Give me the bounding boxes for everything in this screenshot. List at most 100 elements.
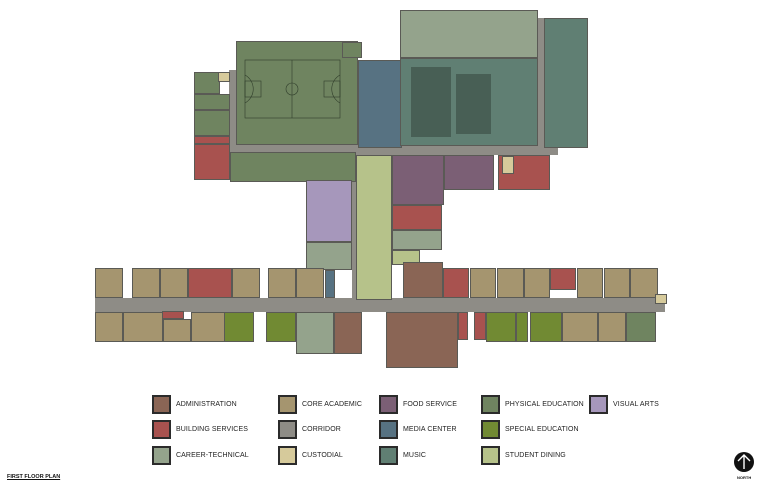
classroom-w8 xyxy=(123,312,163,342)
legend-item-visual-arts: VISUAL ARTS xyxy=(589,394,659,414)
legend-item-special-education: SPECIAL EDUCATION xyxy=(481,419,579,439)
corridor-north xyxy=(228,145,558,155)
room-admin-w xyxy=(334,312,362,354)
legend-label: BUILDING SERVICES xyxy=(176,425,248,433)
room-music-suite xyxy=(544,18,588,148)
classroom-w10 xyxy=(191,312,225,342)
legend-swatch xyxy=(379,445,398,465)
room-custodial-e xyxy=(655,294,667,304)
legend-label: CORE ACADEMIC xyxy=(302,400,363,408)
room-gymnasium xyxy=(236,41,358,145)
classroom-e1 xyxy=(470,268,496,298)
corridor-main-east-west xyxy=(95,298,665,312)
room-building-services-central xyxy=(443,268,469,298)
room-building-services-kitchen xyxy=(392,205,442,230)
legend-swatch xyxy=(379,394,398,414)
room-production-lab xyxy=(400,10,538,58)
legend-item-student-dining: STUDENT DINING xyxy=(481,445,566,465)
room-special-ed-e2 xyxy=(516,312,528,342)
room-special-ed-e1 xyxy=(486,312,516,342)
room-pe-storage xyxy=(342,42,362,58)
room-building-services-west-2 xyxy=(194,144,230,180)
room-building-services-w xyxy=(188,268,232,298)
north-label: NORTH xyxy=(737,475,752,480)
classroom-e4 xyxy=(577,268,603,298)
legend-label: VISUAL ARTS xyxy=(613,400,659,408)
room-food-service-1 xyxy=(392,155,444,205)
legend-swatch xyxy=(278,419,297,439)
room-restroom-e xyxy=(550,268,576,290)
room-admin-central xyxy=(403,262,443,298)
classroom-w5 xyxy=(268,268,296,298)
legend-swatch xyxy=(152,394,171,414)
room-career-tech-center xyxy=(306,242,352,270)
legend-label: CUSTODIAL xyxy=(302,451,343,459)
corridor-west-gym xyxy=(229,70,237,150)
basketball-court-lines xyxy=(244,59,341,119)
classroom-w7 xyxy=(95,312,123,342)
room-admin-south xyxy=(386,312,458,368)
room-special-ed-w1 xyxy=(224,312,254,342)
legend-swatch xyxy=(481,419,500,439)
legend-label: PHYSICAL EDUCATION xyxy=(505,400,584,408)
room-career-tech-w xyxy=(296,312,334,354)
legend-swatch xyxy=(278,394,297,414)
classroom-e2 xyxy=(497,268,524,298)
legend-label: CAREER-TECHNICAL xyxy=(176,451,249,459)
legend-item-custodial: CUSTODIAL xyxy=(278,445,343,465)
legend-item-building-services: BUILDING SERVICES xyxy=(152,419,248,439)
room-locker-room-2 xyxy=(194,94,230,110)
legend-swatch xyxy=(481,394,500,414)
legend-item-music: MUSIC xyxy=(379,445,426,465)
corridor-east-music xyxy=(536,18,544,153)
room-special-ed-e3 xyxy=(530,312,562,342)
legend-label: ADMINISTRATION xyxy=(176,400,237,408)
legend-swatch xyxy=(589,394,608,414)
room-building-services-e2 xyxy=(474,312,486,340)
room-custodial-west xyxy=(218,72,230,82)
room-special-ed-w2 xyxy=(266,312,296,342)
room-locker-room-1 xyxy=(194,72,220,94)
classroom-e6 xyxy=(630,268,658,298)
classroom-e5 xyxy=(604,268,630,298)
legend-label: SPECIAL EDUCATION xyxy=(505,425,579,433)
room-media-w xyxy=(325,270,335,298)
legend-swatch xyxy=(379,419,398,439)
room-food-service-2 xyxy=(444,155,494,190)
room-career-tech-kitchen xyxy=(392,230,442,250)
room-visual-arts xyxy=(306,180,352,242)
room-building-services-s xyxy=(458,312,468,340)
room-building-services-west-1 xyxy=(194,136,230,144)
classroom-w1 xyxy=(95,268,123,298)
legend-item-career-technical: CAREER-TECHNICAL xyxy=(152,445,249,465)
legend-label: STUDENT DINING xyxy=(505,451,566,459)
legend-item-food-service: FOOD SERVICE xyxy=(379,394,457,414)
legend-item-core-academic: CORE ACADEMIC xyxy=(278,394,362,414)
legend-item-administration: ADMINISTRATION xyxy=(152,394,237,414)
plan-title: FIRST FLOOR PLAN xyxy=(7,474,61,480)
classroom-e8 xyxy=(598,312,626,342)
legend-label: MEDIA CENTER xyxy=(403,425,457,433)
room-restroom-w xyxy=(162,311,184,319)
room-auditorium xyxy=(400,58,538,146)
legend-swatch xyxy=(278,445,297,465)
legend-swatch xyxy=(152,445,171,465)
room-student-dining xyxy=(356,155,392,300)
classroom-w9 xyxy=(163,319,191,342)
legend-label: FOOD SERVICE xyxy=(403,400,457,408)
classroom-e3 xyxy=(524,268,550,298)
legend-item-media-center: MEDIA CENTER xyxy=(379,419,457,439)
room-media-center xyxy=(358,60,402,148)
legend-swatch xyxy=(152,419,171,439)
legend-label: MUSIC xyxy=(403,451,427,459)
classroom-w6 xyxy=(296,268,324,298)
floor-plan xyxy=(95,10,667,368)
legend-swatch xyxy=(481,445,500,465)
auditorium-seating xyxy=(411,67,491,137)
room-locker-room-3 xyxy=(194,110,230,136)
room-pe-e xyxy=(626,312,656,342)
classroom-w2 xyxy=(132,268,160,298)
legend-item-corridor: CORRIDOR xyxy=(278,419,341,439)
room-custodial-north xyxy=(502,156,514,174)
room-pe-support xyxy=(230,152,356,182)
